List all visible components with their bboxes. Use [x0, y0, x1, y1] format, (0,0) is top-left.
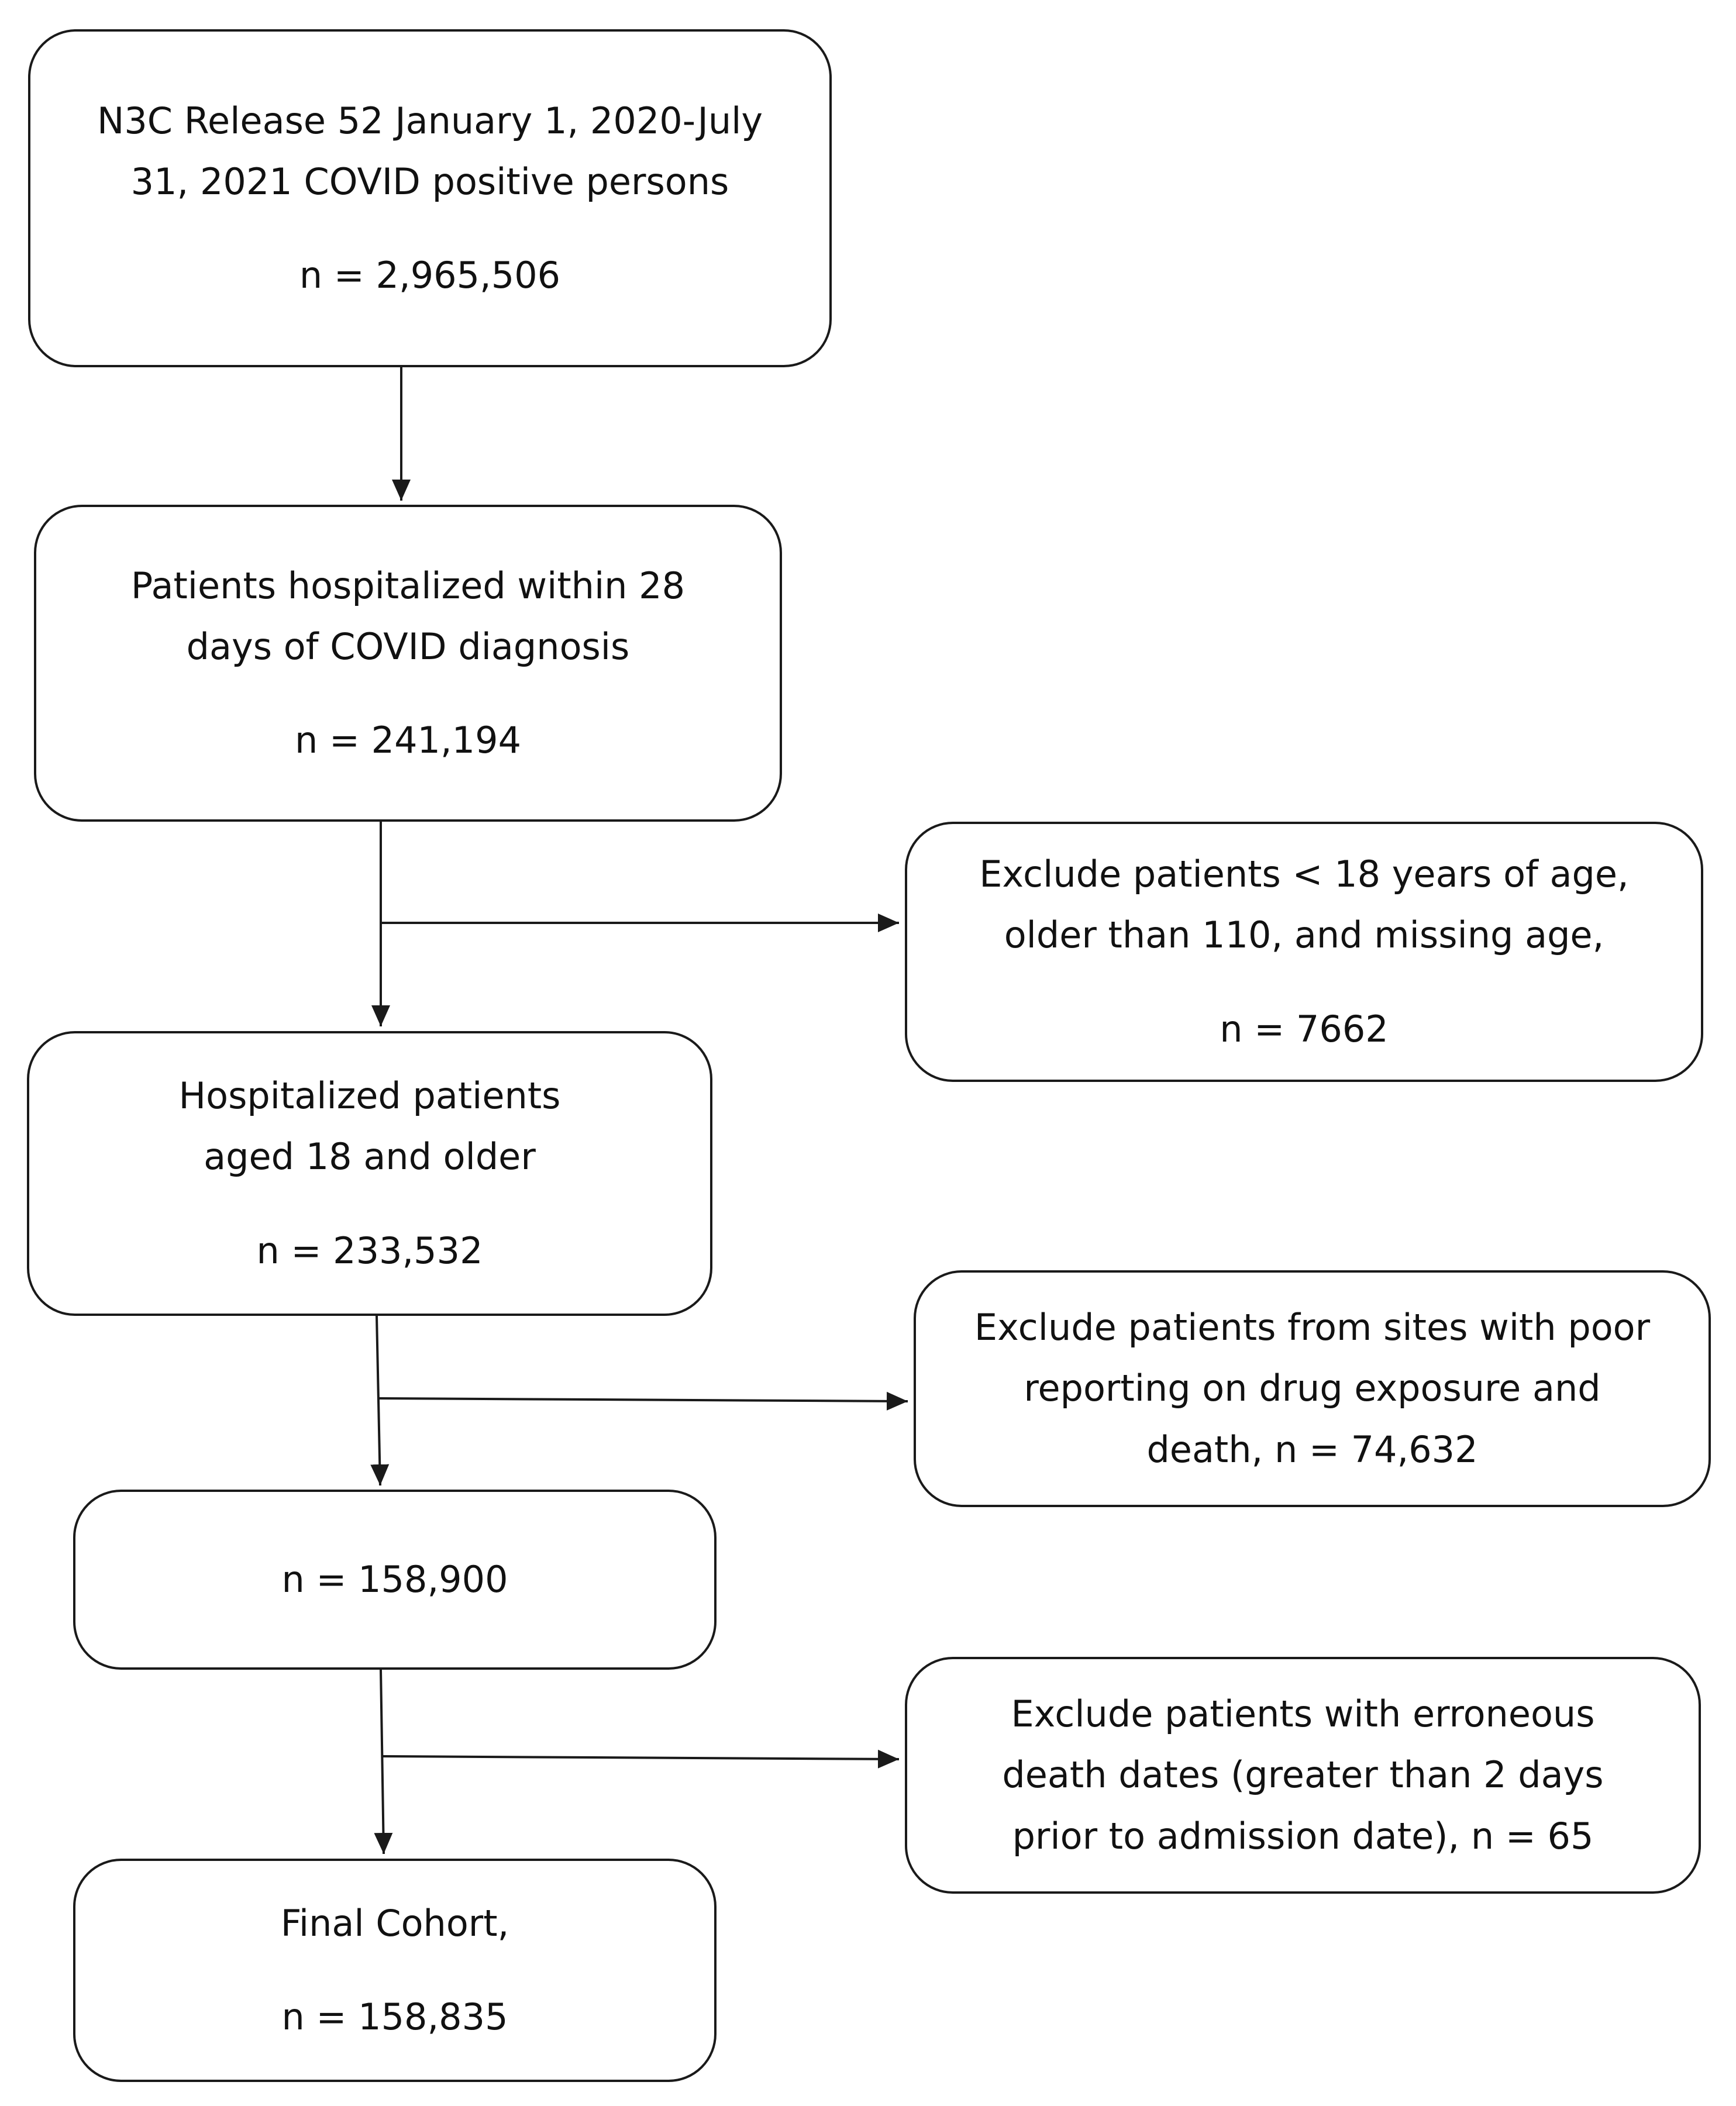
arrow-to-exclude-sites — [378, 1391, 908, 1411]
adults-line-2: aged 18 and older — [204, 1135, 536, 1178]
exclude-age-line-2: older than 110, and missing age, — [1004, 914, 1604, 957]
exclude-age-count: n = 7662 — [1220, 1007, 1389, 1050]
exclude-sites-line-3: death, n = 74,632 — [1146, 1428, 1478, 1471]
hospitalized-count: n = 241,194 — [294, 719, 522, 762]
exclude-sites-line-1: Exclude patients from sites with poor — [974, 1306, 1651, 1349]
release-line-2: 31, 2021 COVID positive persons — [130, 160, 729, 203]
arrow-to-exclude-death — [382, 1749, 900, 1769]
box-adults: Hospitalized patients aged 18 and older … — [27, 1031, 712, 1316]
release-count: n = 2,965,506 — [299, 254, 561, 297]
hospitalized-line-2: days of COVID diagnosis — [186, 625, 630, 668]
exclude-age-line-1: Exclude patients < 18 years of age, — [979, 853, 1629, 896]
release-line-1: N3C Release 52 January 1, 2020-July — [97, 99, 763, 142]
adults-count: n = 233,532 — [256, 1229, 483, 1272]
box-exclude-death: Exclude patients with erroneous death da… — [905, 1657, 1701, 1894]
hospitalized-line-1: Patients hospitalized within 28 — [130, 564, 686, 607]
box-final: Final Cohort, n = 158,835 — [73, 1859, 717, 2082]
after-sites-count: n = 158,900 — [281, 1557, 508, 1601]
exclude-death-line-3: prior to admission date), n = 65 — [1012, 1814, 1594, 1857]
adults-line-1: Hospitalized patients — [178, 1074, 561, 1118]
box-after-sites: n = 158,900 — [73, 1490, 717, 1670]
final-count: n = 158,835 — [281, 1995, 508, 2038]
arrow-n158900-to-final — [374, 1669, 393, 1855]
exclude-death-line-2: death dates (greater than 2 days — [1002, 1753, 1604, 1797]
box-exclude-sites: Exclude patients from sites with poor re… — [914, 1270, 1711, 1507]
box-hospitalized: Patients hospitalized within 28 days of … — [34, 505, 782, 822]
box-exclude-age: Exclude patients < 18 years of age, olde… — [905, 822, 1703, 1082]
exclude-death-line-1: Exclude patients with erroneous — [1011, 1693, 1595, 1736]
final-line-1: Final Cohort, — [280, 1901, 509, 1945]
arrow-adults-to-n158900 — [370, 1315, 390, 1486]
box-release: N3C Release 52 January 1, 2020-July 31, … — [28, 29, 832, 367]
exclude-sites-line-2: reporting on drug exposure and — [1024, 1367, 1601, 1410]
